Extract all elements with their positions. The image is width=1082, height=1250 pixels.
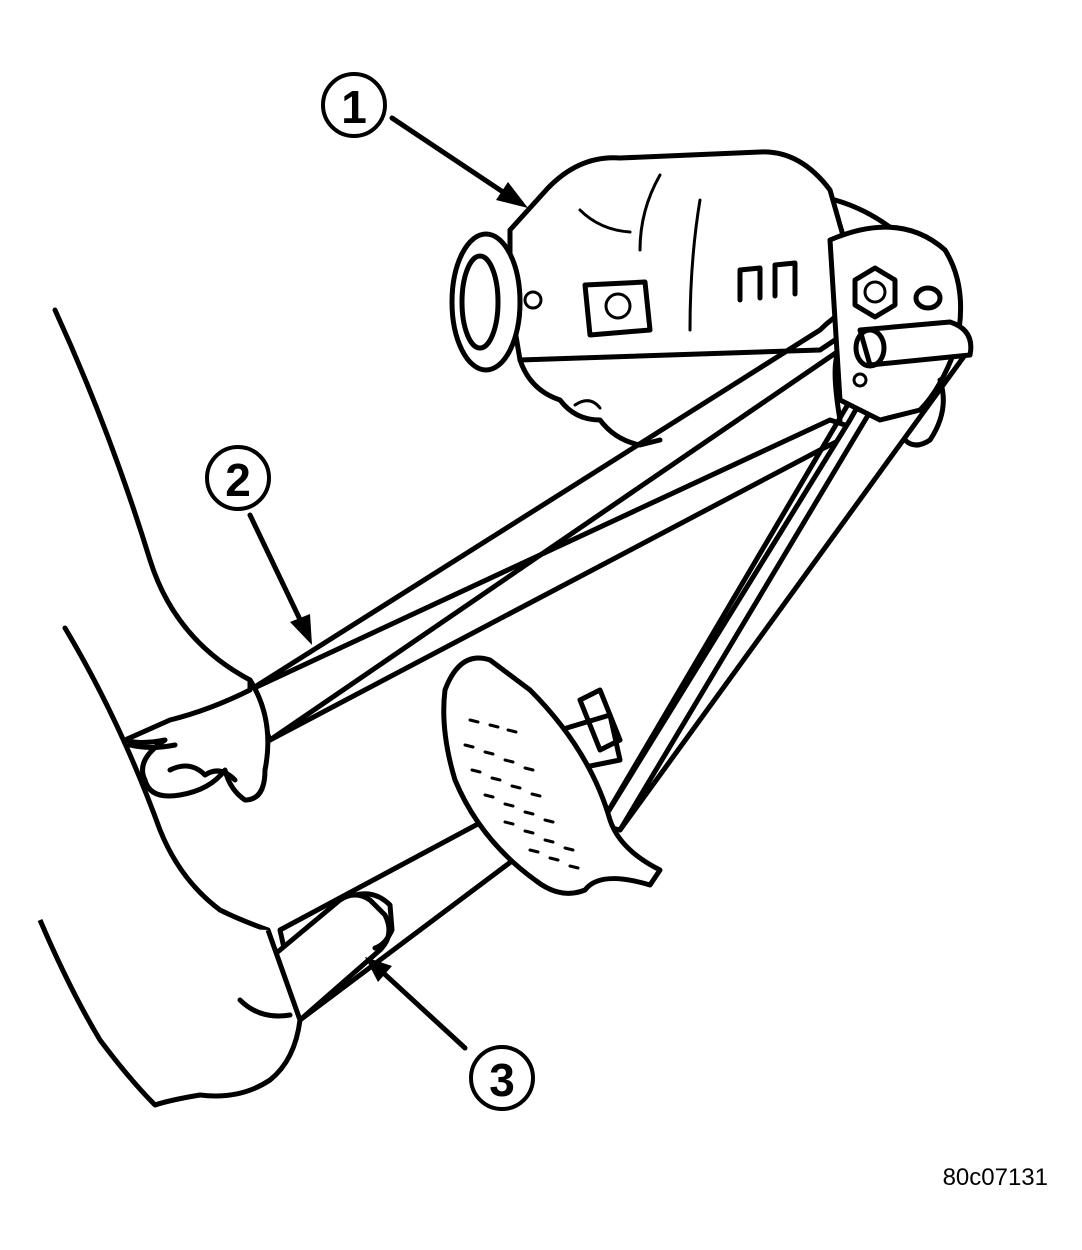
right-hand xyxy=(37,625,303,1108)
torque-wrench-shoe xyxy=(441,655,663,896)
callout-3: 3 xyxy=(469,1045,535,1111)
figure-id: 80c07131 xyxy=(942,1164,1048,1191)
callout-1-label: 1 xyxy=(341,81,367,133)
callout-1: 1 xyxy=(321,72,387,138)
leader-arrows xyxy=(247,115,528,1051)
differential-housing xyxy=(507,149,903,448)
callout-2-label: 2 xyxy=(225,454,251,506)
axle-flange xyxy=(449,231,523,373)
left-hand xyxy=(52,307,271,803)
callout-2: 2 xyxy=(205,445,271,511)
callout-3-label: 3 xyxy=(489,1054,515,1106)
